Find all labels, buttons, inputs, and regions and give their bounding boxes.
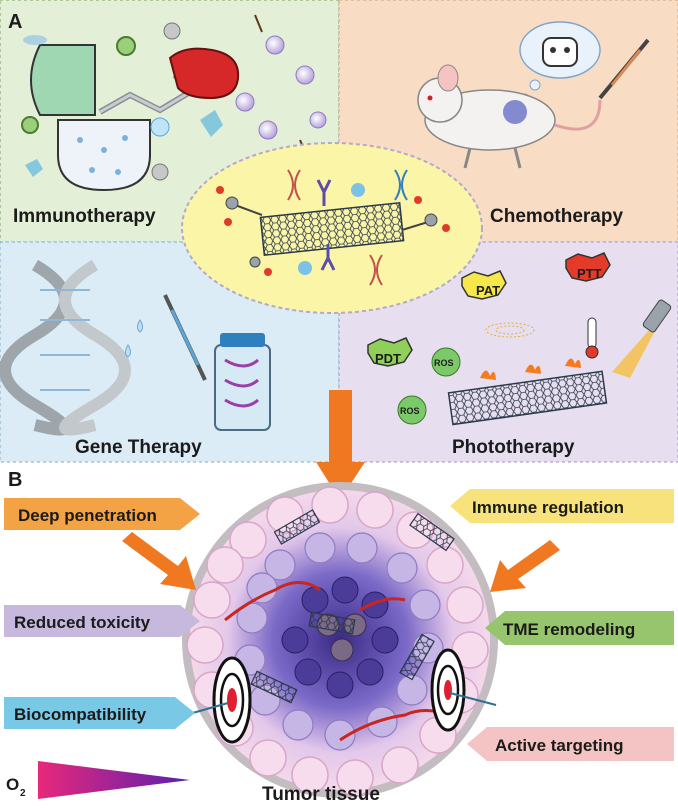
target-icon (212, 656, 252, 744)
dart-icon (449, 692, 497, 706)
arrow-deep-penetration-icon (122, 532, 196, 590)
tumor-sphere (181, 482, 498, 798)
immunotherapy-label: Immunotherapy (13, 206, 156, 227)
ros-badge-1: ROS (434, 358, 454, 368)
oxygen-gradient-wedge (38, 761, 190, 799)
immunotherapy-illustration (21, 14, 327, 192)
phototherapy-label: Phototherapy (452, 437, 575, 458)
gene-therapy-illustration (0, 259, 271, 436)
ros-bubble-icon (397, 395, 427, 425)
chemotherapy-label: Chemotherapy (490, 206, 623, 227)
ros-badge-2: ROS (400, 406, 420, 416)
carbon-nanotube-icon (259, 201, 405, 257)
panel-b: B (4, 390, 674, 805)
chemotherapy-illustration (417, 21, 650, 169)
ptt-badge: PTT (577, 266, 602, 281)
immune-regulation-tag (450, 489, 674, 523)
gene-therapy-label: Gene Therapy (75, 437, 202, 458)
carbon-nanotube-icon (447, 370, 608, 426)
panel-b-letter: B (8, 469, 22, 491)
tumor-tissue-label: Tumor tissue (262, 784, 380, 805)
active-targeting-label: Active targeting (495, 736, 623, 755)
reduced-toxicity-label: Reduced toxicity (14, 613, 151, 632)
thermometer-icon (587, 317, 597, 349)
pdt-badge: PDT (375, 351, 401, 366)
immune-regulation-label: Immune regulation (472, 498, 624, 517)
deep-penetration-tag (4, 498, 200, 530)
biocompatibility-label: Biocompatibility (14, 705, 147, 724)
ptt-burst-icon (565, 252, 611, 282)
oxygen-subscript: 2 (20, 788, 26, 799)
tme-remodeling-label: TME remodeling (503, 620, 635, 639)
down-arrow-icon (316, 390, 365, 500)
oxygen-label: O (6, 775, 19, 794)
ros-bubble-icon (431, 347, 461, 377)
nanotube-ellipse (181, 142, 483, 314)
active-targeting-tag (467, 727, 674, 761)
pat-burst-icon (461, 270, 507, 300)
phototherapy-illustration: PAT PTT PDT ROS ROS (367, 252, 672, 426)
panel-a: A Immunotherapy (0, 0, 678, 463)
deep-penetration-label: Deep penetration (18, 506, 157, 525)
arrow-immune-regulation-icon (490, 540, 560, 592)
target-icon (430, 648, 466, 732)
biocompatibility-tag (4, 697, 195, 729)
pdt-burst-icon (367, 337, 413, 367)
pat-badge: PAT (476, 283, 500, 298)
panel-a-letter: A (8, 11, 22, 33)
tme-remodeling-tag (485, 611, 674, 645)
reduced-toxicity-tag (4, 605, 200, 637)
skull-icon (542, 37, 578, 67)
boxing-glove-icon (168, 47, 240, 100)
